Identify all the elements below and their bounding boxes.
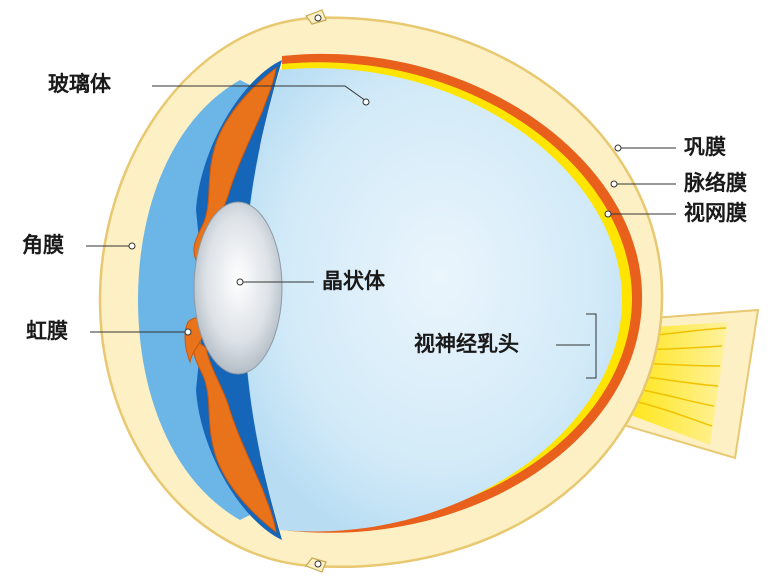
vitreous-body	[244, 68, 622, 532]
label-cornea: 角膜	[22, 233, 64, 257]
label-lens: 晶状体	[322, 269, 385, 293]
pointer-dots	[128, 14, 622, 568]
label-choroid: 脉络膜	[684, 171, 747, 195]
lens	[193, 201, 283, 375]
label-optic-disc: 视神经乳头	[414, 332, 519, 356]
leader-vitreous	[152, 85, 367, 102]
label-retina: 视网膜	[684, 201, 747, 225]
label-vitreous: 玻璃体	[48, 72, 111, 96]
label-sclera: 巩膜	[684, 135, 726, 159]
optic-disc-bracket	[586, 313, 597, 379]
leader-lines	[86, 85, 676, 379]
iris	[184, 66, 277, 534]
label-iris: 虹膜	[26, 319, 68, 343]
